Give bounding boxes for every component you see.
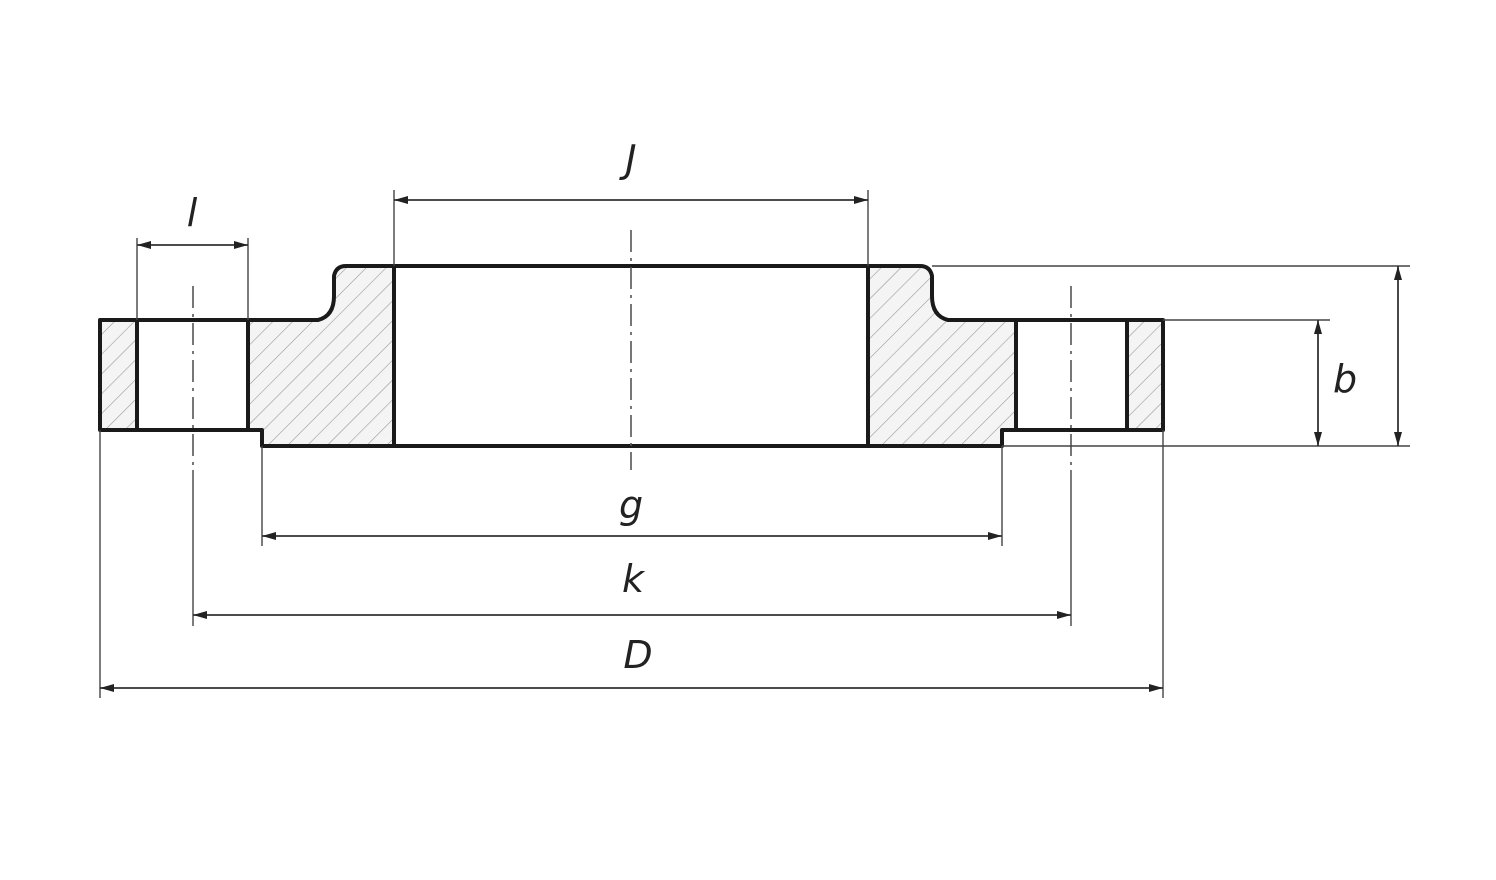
hatch-right-outer — [1127, 320, 1163, 430]
label-b: b — [1333, 357, 1357, 401]
label-g: g — [619, 483, 643, 527]
dimension-lines — [100, 196, 1402, 692]
label-k: k — [622, 557, 646, 601]
center-lines — [192, 230, 1072, 470]
dimension-labels: J l b g k D — [187, 137, 1357, 677]
label-l: l — [187, 191, 198, 235]
label-J: J — [618, 137, 636, 181]
label-D: D — [623, 633, 652, 677]
hatch-left-hub — [248, 266, 394, 446]
section-hatching — [100, 266, 1163, 446]
hatch-left-outer — [100, 320, 137, 430]
hatch-right-hub — [868, 266, 1016, 446]
extension-lines — [99, 190, 1410, 698]
outline-left — [98, 264, 1165, 448]
flange-outline — [98, 264, 1165, 448]
